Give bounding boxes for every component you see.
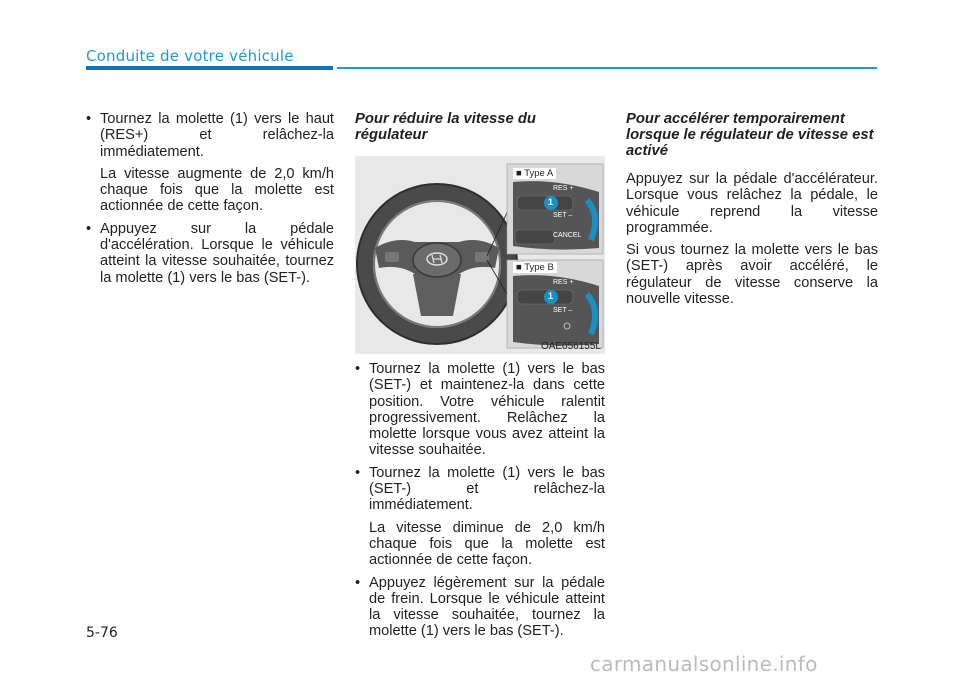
res-plus-label-a: RES + <box>553 185 574 192</box>
page-number: 5-76 <box>86 625 118 641</box>
bullet-subtext: La vitesse diminue de 2,0 km/h chaque fo… <box>369 519 605 569</box>
bullet-subtext: La vitesse augmente de 2,0 km/h chaque f… <box>100 165 334 215</box>
header-rule-light <box>337 67 877 69</box>
heading-reduce-speed: Pour réduire la vitesse du régulateur <box>355 111 536 143</box>
bullet-item: •Tournez la molette (1) vers le haut (RE… <box>86 111 334 160</box>
type-b-label: ■ Type B <box>513 262 557 273</box>
callout-1-b: 1 <box>548 291 554 301</box>
column-1: •Tournez la molette (1) vers le haut (RE… <box>86 111 334 292</box>
watermark: carmanualsonline.info <box>590 652 818 676</box>
bullet-item: •Tournez la molette (1) vers le bas (SET… <box>355 361 605 459</box>
bullet-item: •Appuyez sur la pédale d'accélération. L… <box>86 220 334 286</box>
column-2: •Tournez la molette (1) vers le bas (SET… <box>355 361 605 646</box>
bullet-text: Tournez la molette (1) vers le haut (RES… <box>100 111 334 160</box>
section-title: Conduite de votre véhicule <box>86 47 294 65</box>
bullet-text: Tournez la molette (1) vers le bas (SET-… <box>369 464 605 514</box>
heading-temporary-acceleration: Pour accélérer temporairement lorsque le… <box>626 111 874 159</box>
set-minus-label-b: SET – <box>553 307 573 314</box>
res-plus-label-b: RES + <box>553 279 574 286</box>
figure-code: OAE056155L <box>540 341 601 352</box>
type-a-label: ■ Type A <box>513 168 557 179</box>
bullet-item: •Tournez la molette (1) vers le bas (SET… <box>355 464 605 514</box>
paragraph: Appuyez sur la pédale d'accélérateur. Lo… <box>626 171 878 236</box>
header-rule-dark <box>86 66 333 70</box>
bullet-text: Appuyez légèrement sur la pédale de frei… <box>369 574 605 640</box>
bullet-text: Tournez la molette (1) vers le bas (SET-… <box>369 361 605 459</box>
steering-wheel-illustration <box>356 163 604 349</box>
paragraph: Si vous tournez la molette vers le bas (… <box>626 242 878 308</box>
column-3: Appuyez sur la pédale d'accélérateur. Lo… <box>626 171 878 313</box>
callout-1-a: 1 <box>548 197 554 207</box>
cancel-label: CANCEL <box>553 232 582 239</box>
bullet-text: Appuyez sur la pédale d'accélération. Lo… <box>100 220 334 286</box>
bullet-item: •Appuyez légèrement sur la pédale de fre… <box>355 574 605 640</box>
steering-wheel-figure: ■ Type A RES + SET – CANCEL 1 ■ Type B R… <box>355 156 605 354</box>
set-minus-label-a: SET – <box>553 212 573 219</box>
